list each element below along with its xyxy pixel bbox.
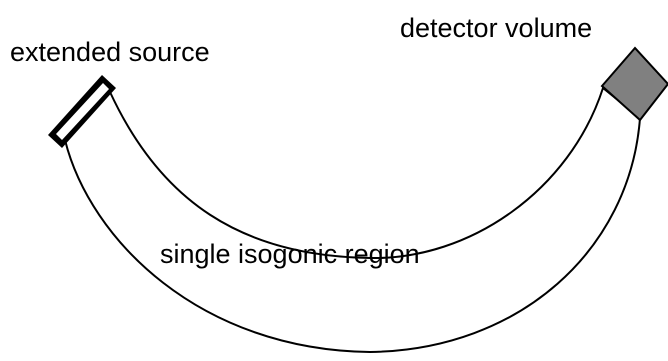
detector-volume-block <box>600 46 668 122</box>
extended-source-label: extended source <box>10 37 210 67</box>
extended-source-inner <box>56 83 109 140</box>
extended-source-block <box>48 75 116 148</box>
isogonic-region-label: single isogonic region <box>160 239 420 269</box>
detector-volume-label: detector volume <box>400 13 592 43</box>
isogonic-region-shape <box>63 86 642 354</box>
